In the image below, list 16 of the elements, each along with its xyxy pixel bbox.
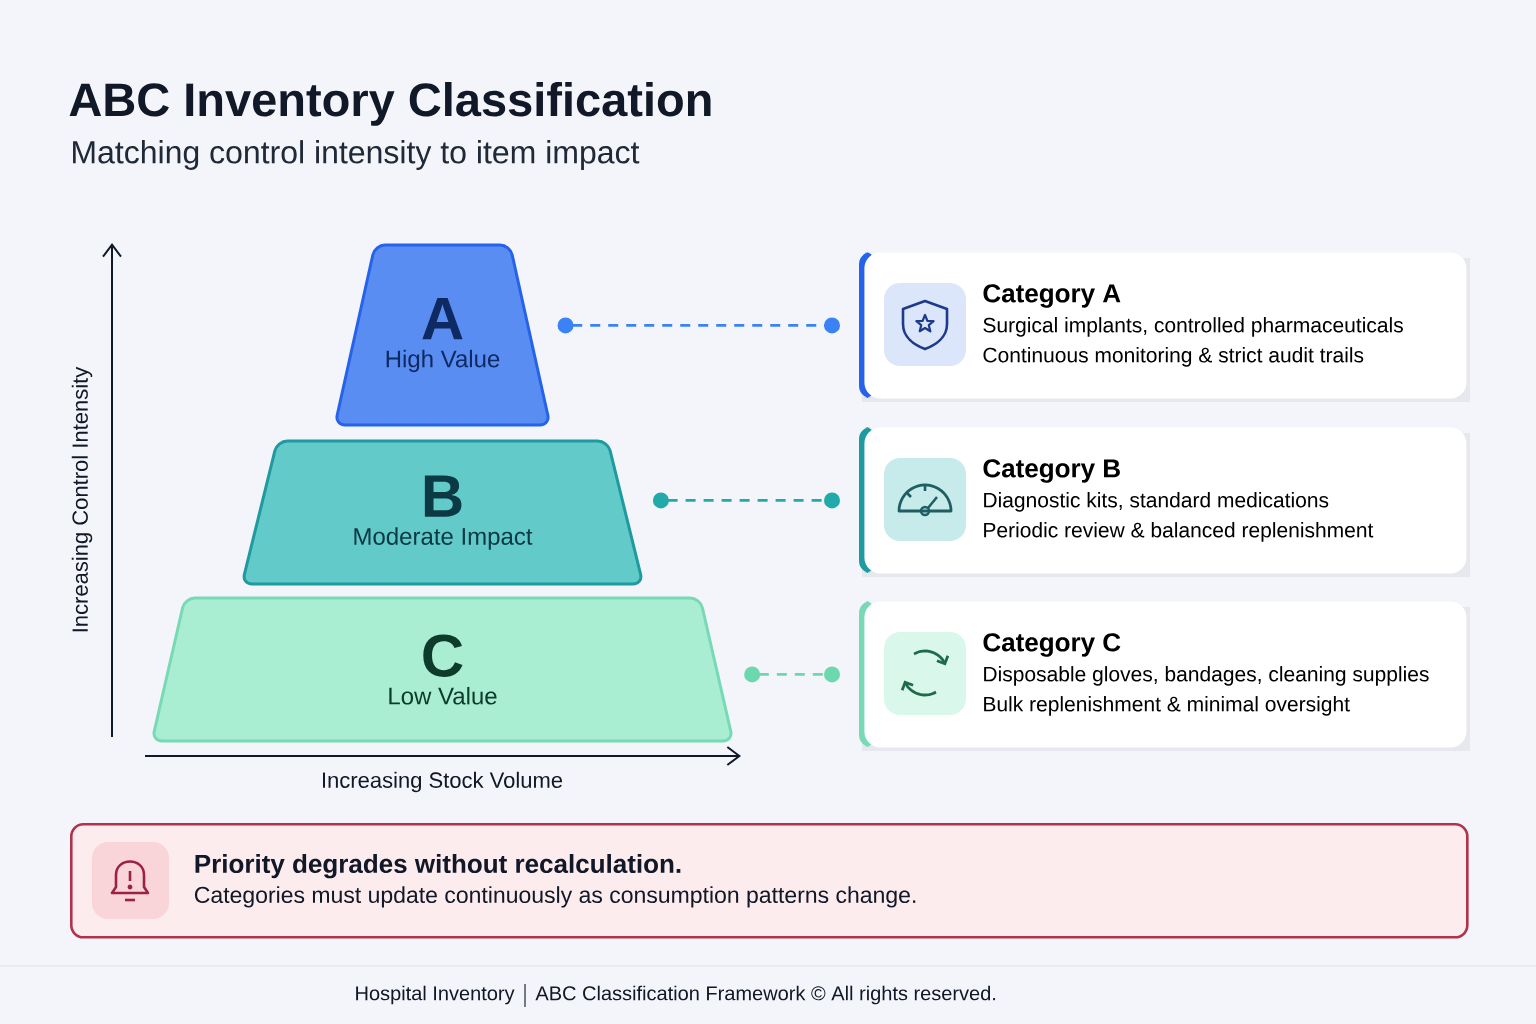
title: ABC Inventory Classification — [69, 81, 711, 126]
pyramid-tier: A High Value — [335, 243, 550, 427]
connector-line — [744, 666, 840, 683]
subtitle: Matching control intensity to item impact — [73, 140, 640, 170]
connector-line — [557, 317, 840, 334]
pyramid-tier: C Low Value — [152, 596, 733, 743]
footer-text: ABC Classification Framework © All rights reserved. — [535, 985, 996, 1005]
category-card: Category C Disposable gloves, bandages, cleaning supplies Bulk replenishment & minimal oversight — [859, 601, 1470, 751]
axis-label: Increasing Stock Volume — [323, 771, 563, 793]
connector-line — [652, 492, 840, 509]
footer-text: Hospital Inventory — [356, 985, 515, 1005]
category-card: Category A Surgical implants, controlled pharmaceuticals Continuous monitoring & strict audit trails — [859, 252, 1470, 402]
category-card: Category B Diagnostic kits, standard medications Periodic review & balanced replenishment — [859, 427, 1470, 577]
pyramid-tier: B Moderate Impact — [242, 439, 643, 586]
axis-label: Increasing Control Intensity — [71, 366, 93, 632]
alert-box: Priority degrades without recalculation. Categories must update continuously as consumption patterns change. — [70, 823, 1469, 939]
